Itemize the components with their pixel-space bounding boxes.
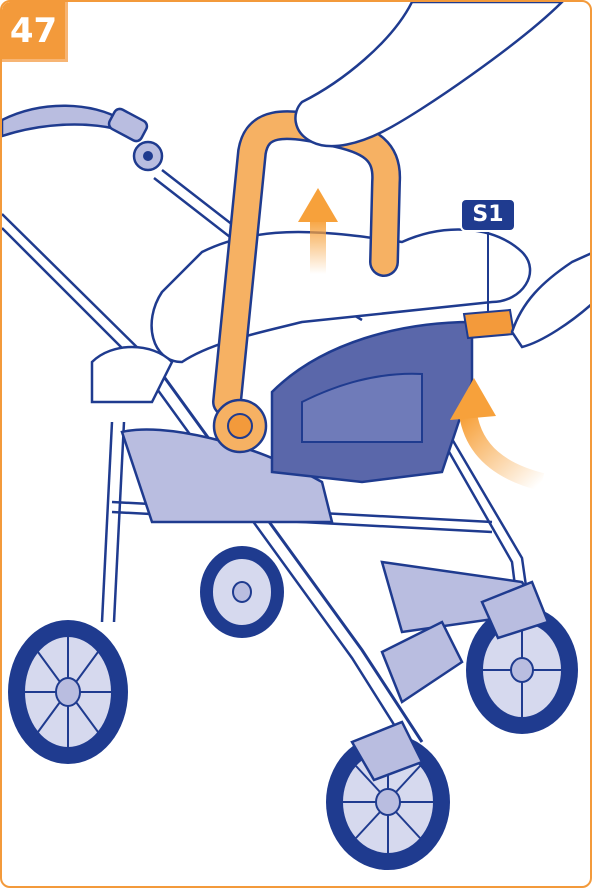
car-seat-shell xyxy=(272,322,472,482)
wheel-rear-left xyxy=(8,620,128,764)
step-number: 47 xyxy=(10,14,57,48)
wheel-rear-right xyxy=(200,546,284,638)
s1-label-badge: S1 xyxy=(460,198,516,232)
step-number-badge: 47 xyxy=(2,2,68,62)
s1-label: S1 xyxy=(472,204,503,226)
push-handle xyxy=(2,106,162,170)
